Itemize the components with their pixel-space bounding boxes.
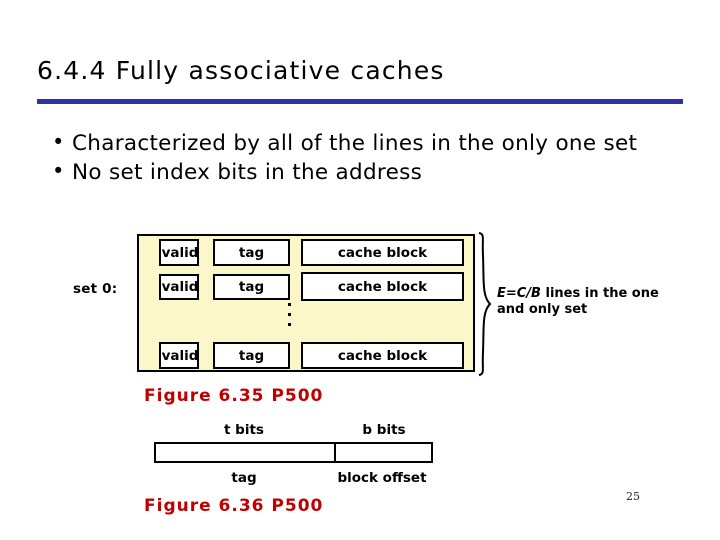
bullet-marker-icon: • (52, 159, 65, 183)
bullet-list: • Characterized by all of the lines in t… (44, 129, 684, 187)
title-divider (37, 99, 683, 104)
figure-caption-636: Figure 6.36 P500 (144, 496, 324, 516)
t-bits-label: t bits (224, 422, 264, 438)
address-block-offset-segment (336, 444, 431, 461)
bullet-marker-icon: • (52, 130, 65, 154)
b-bits-label: b bits (362, 422, 406, 438)
address-tag-segment (156, 444, 336, 461)
bullet-text-1: Characterized by all of the lines in the… (72, 131, 638, 156)
slide-page-number: 25 (626, 490, 640, 503)
bullet-item-2: • No set index bits in the address (44, 158, 684, 187)
address-bitfield-box (154, 442, 433, 463)
address-tag-label: tag (231, 470, 257, 486)
bullet-text-2: No set index bits in the address (72, 160, 423, 185)
bullet-item-1: • Characterized by all of the lines in t… (44, 129, 684, 158)
page-title: 6.4.4 Fully associative caches (37, 56, 445, 85)
address-block-offset-label: block offset (337, 470, 427, 486)
